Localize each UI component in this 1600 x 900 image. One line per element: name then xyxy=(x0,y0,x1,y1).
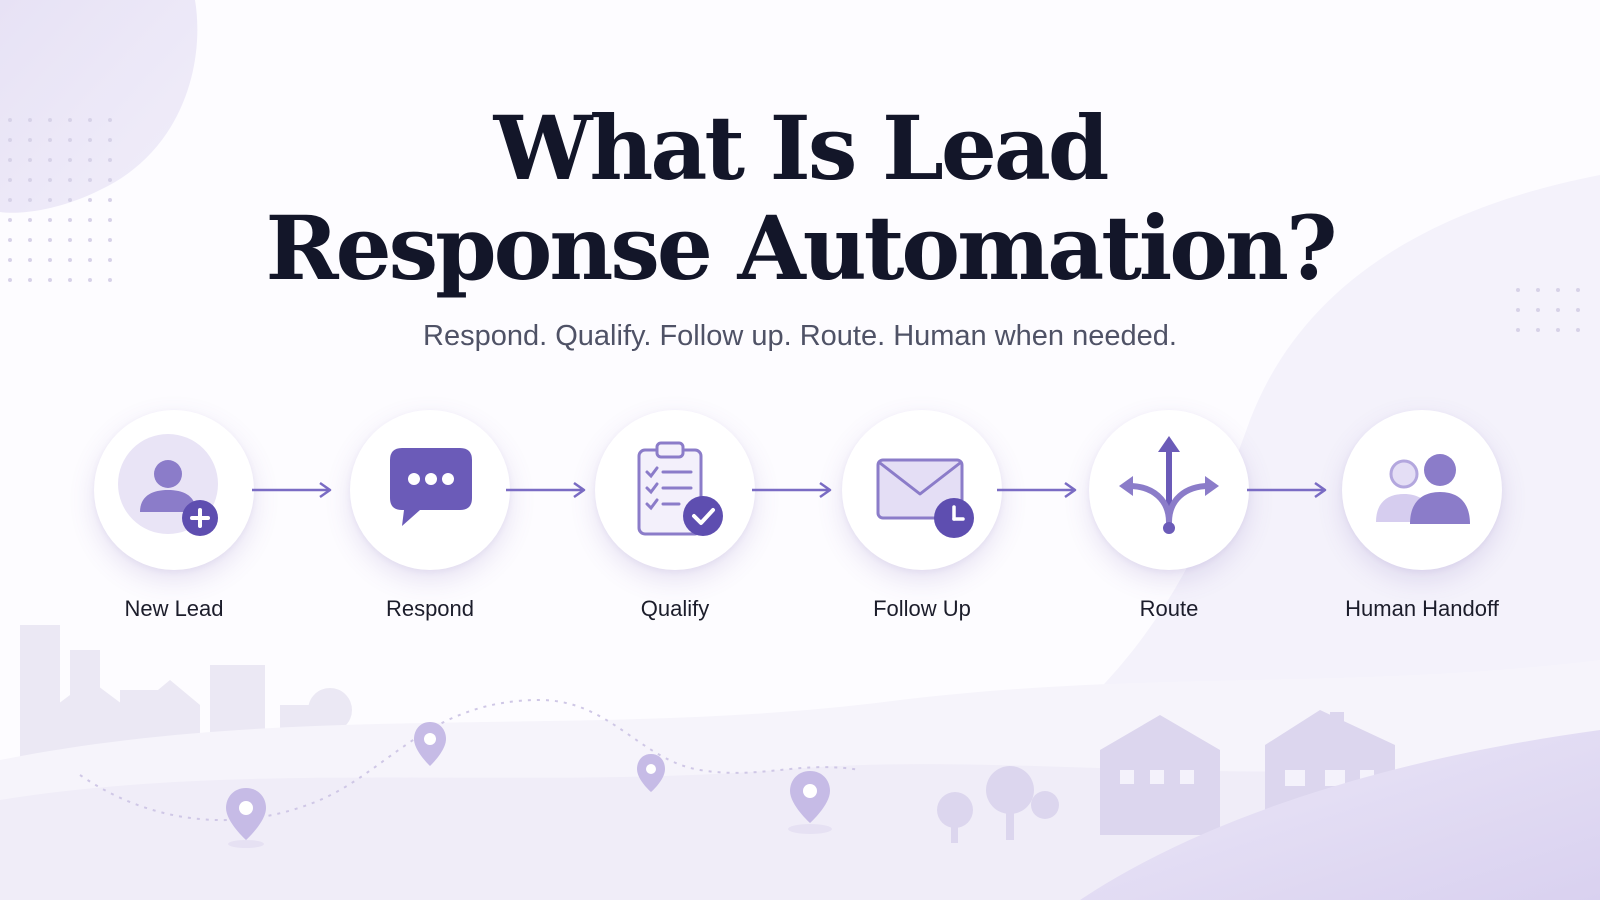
route-split-icon xyxy=(1119,436,1219,534)
subtitle: Respond. Qualify. Follow up. Route. Huma… xyxy=(423,320,1177,352)
map-pin xyxy=(226,788,266,848)
step-circle xyxy=(1089,410,1249,570)
step-label: Human Handoff xyxy=(1345,596,1499,621)
right-soft-shape xyxy=(1020,175,1600,760)
clipboard-check-icon xyxy=(637,441,723,536)
step-new-lead: New Lead xyxy=(64,410,284,630)
step-respond: Respond xyxy=(320,410,540,630)
step-circle xyxy=(1342,410,1502,570)
flow-arrow xyxy=(252,481,332,499)
step-label: Qualify xyxy=(640,596,710,621)
step-label: New Lead xyxy=(124,596,224,621)
map-pin xyxy=(637,754,665,792)
step-circle xyxy=(94,410,254,570)
step-circle xyxy=(842,410,1002,570)
add-user-icon xyxy=(118,434,218,536)
step-route: Route xyxy=(1059,410,1279,630)
step-label: Follow Up xyxy=(873,596,971,621)
page-title: What Is Lead Response Automation? xyxy=(0,98,1600,298)
envelope-clock-icon xyxy=(876,458,974,538)
dot-grid-left xyxy=(8,118,112,282)
chat-bubble-icon xyxy=(390,448,472,526)
step-qualify: Qualify xyxy=(565,410,785,630)
map-pin xyxy=(788,771,832,834)
step-label: Respond xyxy=(385,596,475,621)
step-circle xyxy=(595,410,755,570)
flow-arrow xyxy=(997,481,1077,499)
step-circle xyxy=(350,410,510,570)
title-line-1: What Is Lead xyxy=(493,96,1110,200)
step-human-handoff: Human Handoff xyxy=(1312,410,1532,630)
title-line-2: Response Automation? xyxy=(265,196,1337,300)
flow-arrow xyxy=(752,481,832,499)
step-follow-up: Follow Up xyxy=(812,410,1032,630)
map-pin xyxy=(414,722,446,766)
dot-grid-right xyxy=(1516,288,1580,332)
step-label: Route xyxy=(1139,596,1199,621)
hill-accent xyxy=(1080,730,1600,900)
flow-arrow xyxy=(506,481,586,499)
people-icon xyxy=(1376,454,1470,524)
flow-arrow xyxy=(1247,481,1327,499)
